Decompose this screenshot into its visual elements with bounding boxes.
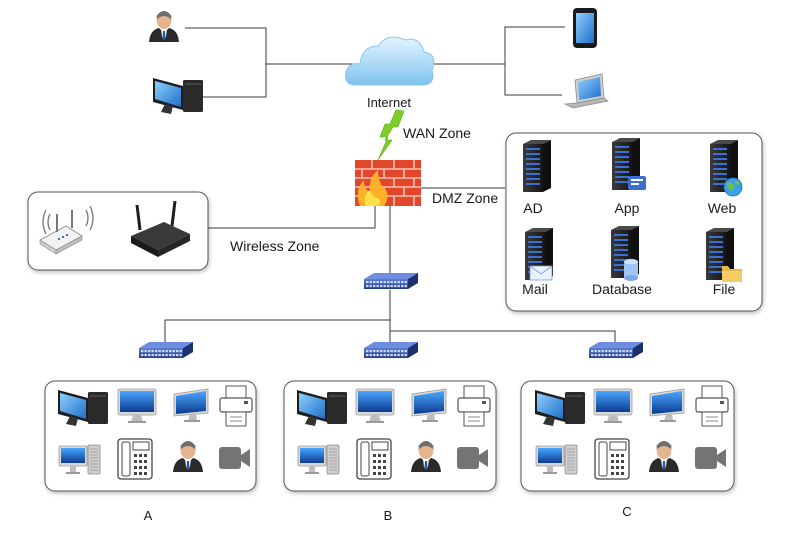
- lightning-icon: [377, 109, 405, 161]
- switch-b-icon: [364, 342, 418, 358]
- group-a-label: A: [144, 508, 153, 523]
- server-ad: AD: [523, 140, 551, 216]
- desk-phone-icon: [356, 438, 392, 480]
- server-label: AD: [523, 200, 542, 216]
- server-web: Web: [708, 140, 743, 216]
- wan-zone-label: WAN Zone: [403, 125, 471, 141]
- group-c-label: C: [622, 504, 631, 519]
- server-label: Database: [592, 281, 652, 297]
- server-label: Web: [708, 200, 737, 216]
- server-database: Database: [592, 226, 652, 297]
- server-label: Mail: [522, 281, 548, 297]
- switch-a-icon: [139, 342, 193, 358]
- smartphone-icon: [573, 8, 597, 48]
- database-icon: [623, 258, 639, 281]
- core-switch-icon: [364, 273, 418, 289]
- group-b-label: B: [384, 508, 393, 523]
- desk-phone-icon: [117, 438, 153, 480]
- remote-user-icon: [149, 11, 179, 42]
- dmz-zone-label: DMZ Zone: [432, 190, 498, 206]
- switch-c-icon: [589, 342, 643, 358]
- connection-lines: [164, 26, 616, 345]
- mail-icon: [529, 265, 553, 281]
- wireless-zone-label: Wireless Zone: [230, 238, 320, 254]
- dmz-server-panel: [505, 132, 763, 312]
- server-app: App: [612, 138, 646, 216]
- cloud-icon: [345, 36, 435, 86]
- server-file: File: [706, 228, 742, 297]
- server-mail: Mail: [522, 228, 553, 297]
- server-label: App: [615, 200, 640, 216]
- folder-icon: [722, 266, 742, 282]
- wireless-access-point-icon: [39, 205, 94, 255]
- internet-label: Internet: [367, 95, 411, 110]
- globe-icon: [723, 177, 743, 197]
- app-badge-icon: [628, 176, 646, 190]
- firewall-icon: [355, 160, 421, 206]
- server-icon: [523, 140, 551, 192]
- laptop-icon: [563, 73, 609, 109]
- desk-phone-icon: [594, 438, 630, 480]
- remote-desktop-icon: [153, 78, 203, 114]
- server-label: File: [713, 281, 736, 297]
- wireless-router-icon: [131, 200, 190, 257]
